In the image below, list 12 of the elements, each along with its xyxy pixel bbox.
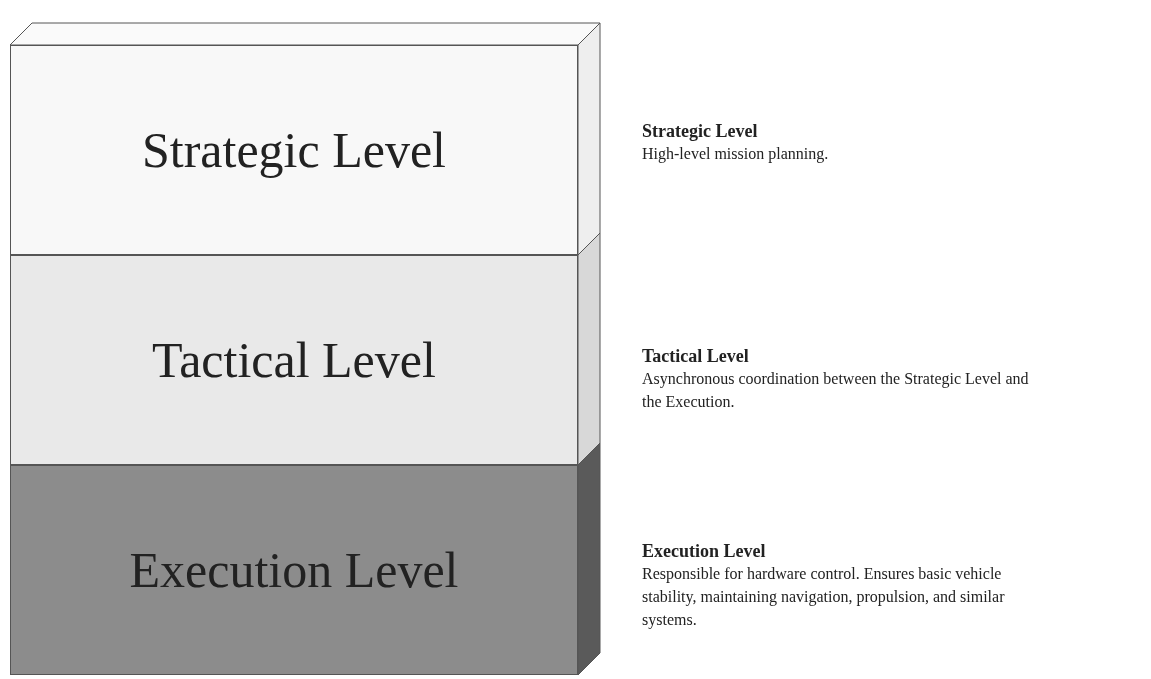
level-heading: Execution Level (642, 540, 767, 562)
level-heading: Tactical Level (642, 345, 750, 367)
level-block (10, 255, 578, 465)
level-block (10, 465, 578, 675)
level-block (10, 45, 578, 255)
level-description: Responsible for hardware control. Ensures basic vehicle stability, maintaining navigation, propulsion, and similar systems. (642, 564, 1006, 631)
level-label: Execution Level (129, 541, 459, 599)
level-description: High-level mission planning. (642, 144, 830, 165)
level-description: Asynchronous coordination between the Strategic Level and the Execution. (642, 369, 1030, 412)
level-label: Tactical Level (152, 331, 436, 389)
level-heading: Strategic Level (642, 120, 759, 142)
level-label: Strategic Level (142, 121, 446, 179)
